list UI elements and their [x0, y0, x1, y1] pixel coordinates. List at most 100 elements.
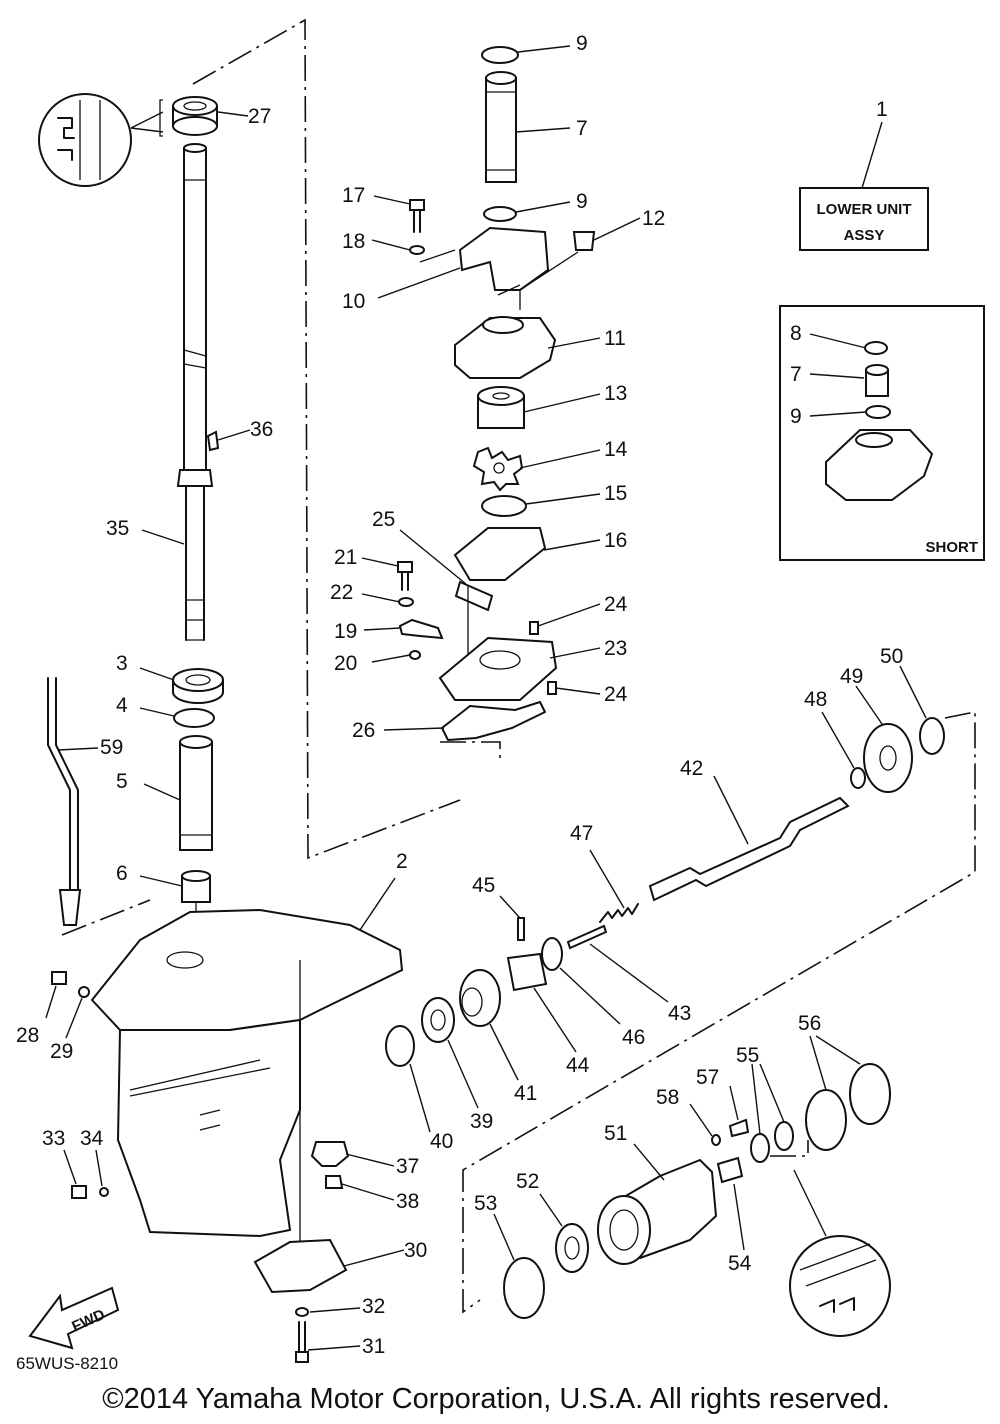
shim-48 — [850, 767, 866, 789]
callout-49: 49 — [840, 665, 863, 688]
callout-33: 33 — [42, 1127, 65, 1150]
short-pump-housing — [825, 429, 934, 501]
leader-34 — [95, 1149, 103, 1187]
woodruff-key-36 — [206, 430, 220, 452]
leader-29 — [65, 997, 83, 1039]
callout-9-top: 9 — [576, 32, 588, 55]
leader-56 — [809, 1035, 861, 1091]
gasket-25 — [454, 580, 494, 612]
callout-22: 22 — [330, 581, 353, 604]
dowel-20 — [409, 650, 421, 660]
leader-17 — [373, 195, 411, 205]
callout-32: 32 — [362, 1295, 385, 1318]
leader-49 — [855, 685, 883, 725]
bolt-21 — [397, 561, 413, 573]
leader-20 — [371, 654, 411, 663]
leader-1 — [861, 121, 883, 189]
bolt-31 — [298, 1321, 306, 1353]
leader-40 — [409, 1063, 431, 1133]
leader-36 — [217, 429, 251, 441]
leader-39 — [447, 1039, 479, 1109]
callout-24-top: 24 — [604, 593, 628, 616]
leader-24b — [555, 687, 601, 695]
insert-13-top — [477, 386, 525, 406]
bolt-31-head — [295, 1351, 309, 1363]
callout-14: 14 — [604, 438, 628, 461]
nut-38 — [325, 1175, 344, 1189]
bearing-3-base — [172, 691, 224, 704]
callout-7: 7 — [576, 117, 588, 140]
lower-casing-2-top — [90, 908, 404, 1031]
callout-57: 57 — [696, 1066, 719, 1089]
callout-2: 2 — [396, 850, 408, 873]
callout-47: 47 — [570, 822, 593, 845]
washer-22 — [398, 597, 414, 607]
o-ring-9-bottom — [483, 206, 517, 222]
bearing-52 — [555, 1223, 589, 1273]
washer-58 — [711, 1134, 721, 1146]
leader-12 — [593, 217, 641, 241]
o-ring-15 — [481, 495, 527, 517]
leader-31 — [307, 1345, 361, 1351]
callout-short-7: 7 — [790, 363, 802, 386]
callout-36: 36 — [250, 418, 273, 441]
drive-shaft-top — [183, 143, 207, 153]
lower-unit-box-line2: ASSY — [844, 227, 885, 244]
leader-s9 — [809, 411, 867, 417]
leader-26 — [383, 727, 445, 731]
leader-7 — [515, 127, 571, 133]
callout-short-9: 9 — [790, 405, 802, 428]
o-ring-56b — [849, 1063, 891, 1125]
drive-shaft-spline — [186, 599, 204, 641]
leader-38 — [341, 1183, 395, 1201]
leader-6 — [139, 875, 183, 887]
screw-33 — [71, 1185, 87, 1199]
callout-59: 59 — [100, 736, 123, 759]
callout-56: 56 — [798, 1012, 821, 1035]
bracket-27 — [159, 99, 163, 137]
leader-9a — [517, 45, 571, 53]
short-housing-neck — [855, 432, 893, 448]
bearing-27-top — [172, 96, 218, 116]
callout-35: 35 — [106, 517, 129, 540]
forward-gear-41 — [459, 969, 501, 1027]
callout-43: 43 — [668, 1002, 691, 1025]
callout-42: 42 — [680, 757, 703, 780]
needle-bearing-6-top — [181, 870, 211, 882]
gasket-26 — [441, 701, 546, 741]
leader-s8 — [809, 333, 867, 349]
short-tube-top — [865, 364, 889, 376]
detail-leader — [130, 111, 164, 133]
bearing-27-bottom — [172, 116, 218, 136]
callout-10: 10 — [342, 290, 365, 313]
leader-21 — [361, 557, 399, 567]
impeller-14 — [472, 446, 524, 492]
callout-5: 5 — [116, 770, 128, 793]
o-ring-53 — [503, 1257, 545, 1319]
leader-28 — [45, 985, 57, 1019]
drive-shaft-marks — [183, 179, 207, 369]
leader-s7 — [809, 373, 865, 379]
leader-47 — [589, 849, 625, 909]
leader-16 — [543, 539, 601, 551]
plate-19 — [398, 618, 444, 640]
short-variant-box: SHORT — [779, 305, 985, 561]
leader-14 — [519, 449, 601, 469]
dog-clutch-44 — [506, 952, 548, 992]
leader-52 — [539, 1193, 563, 1227]
leader-33 — [63, 1149, 77, 1185]
leader-45 — [499, 895, 521, 919]
callout-11: 11 — [604, 327, 626, 350]
plunger-43 — [566, 924, 608, 950]
grommet-12-guide — [519, 251, 579, 310]
water-tube-7-rings — [486, 91, 516, 171]
leader-42 — [713, 775, 749, 845]
callout-39: 39 — [470, 1110, 493, 1133]
leader-50 — [899, 665, 927, 719]
callout-20: 20 — [334, 652, 357, 675]
shim-50 — [919, 717, 945, 755]
bolt-17 — [409, 199, 425, 211]
leader-3 — [139, 667, 175, 681]
leader-23 — [549, 647, 601, 659]
oil-seal-55a — [750, 1133, 770, 1163]
